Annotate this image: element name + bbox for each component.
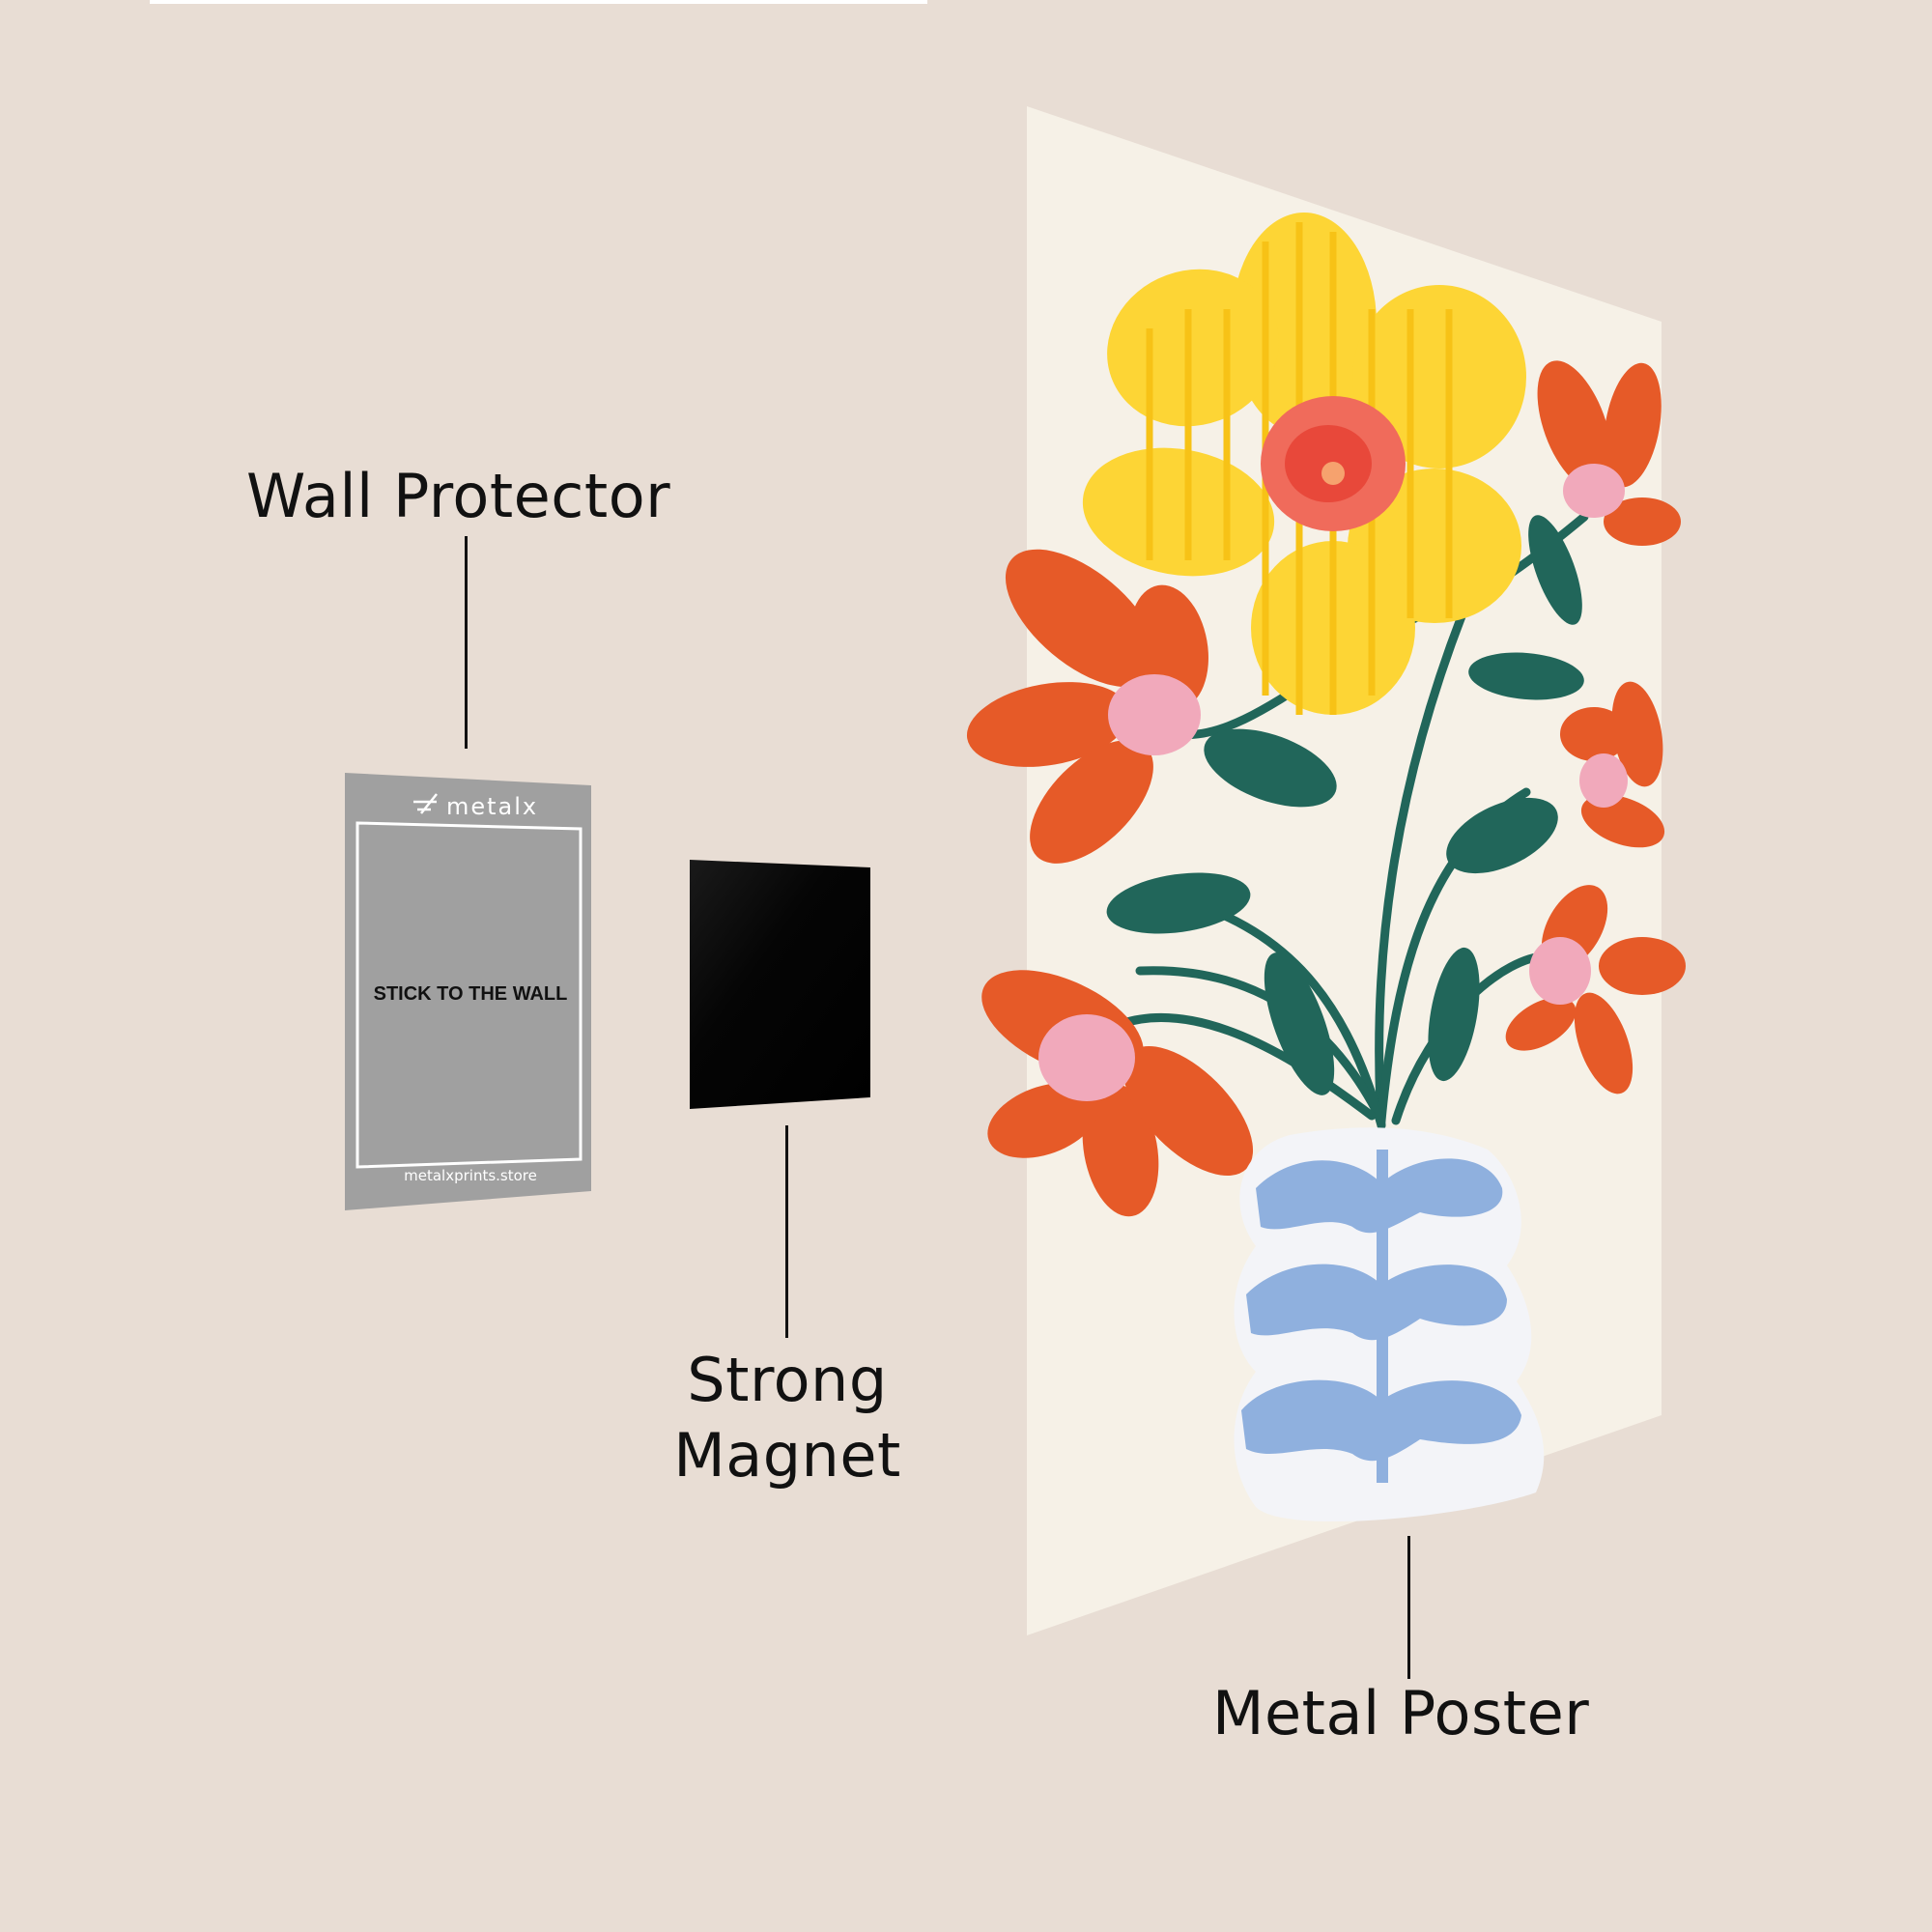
metal-poster-label: Metal Poster	[1212, 1678, 1590, 1748]
top-edge-strip	[150, 0, 927, 4]
wall-protector-border	[355, 821, 582, 1169]
strong-magnet-leader-line	[785, 1125, 788, 1338]
wall-protector-label: Wall Protector	[246, 461, 671, 531]
metal-poster	[966, 106, 1686, 1635]
wall-protector-instruction: STICK TO THE WALL	[374, 983, 568, 1005]
flower-leaves	[1106, 515, 1584, 1095]
wall-protector-brand-text: metalx	[446, 793, 538, 820]
wall-protector-plate	[345, 773, 591, 1210]
metalx-logo-icon	[413, 793, 438, 814]
orange-flower-right-bottom	[1505, 885, 1686, 1094]
orange-flower-left-top	[966, 549, 1208, 864]
yellow-flower	[1082, 213, 1526, 715]
wall-protector-leader-line	[465, 536, 468, 749]
strong-magnet-label-line1: Strong	[687, 1345, 888, 1415]
orange-flower-right-middle	[1560, 681, 1665, 848]
wall-protector-website: metalxprints.store	[404, 1167, 537, 1184]
wall-protector-card: metalx STICK TO THE WALL metalxprints.st…	[345, 773, 591, 1210]
strong-magnet-label-line2: Magnet	[673, 1420, 901, 1491]
vase	[1234, 1127, 1545, 1522]
metal-poster-leader-line	[1407, 1536, 1410, 1679]
strong-magnet-label: Strong Magnet	[667, 1343, 908, 1493]
strong-magnet-plate	[690, 860, 870, 1109]
orange-flower-left-bottom	[981, 970, 1254, 1217]
orange-flower-right-top	[1537, 360, 1681, 546]
